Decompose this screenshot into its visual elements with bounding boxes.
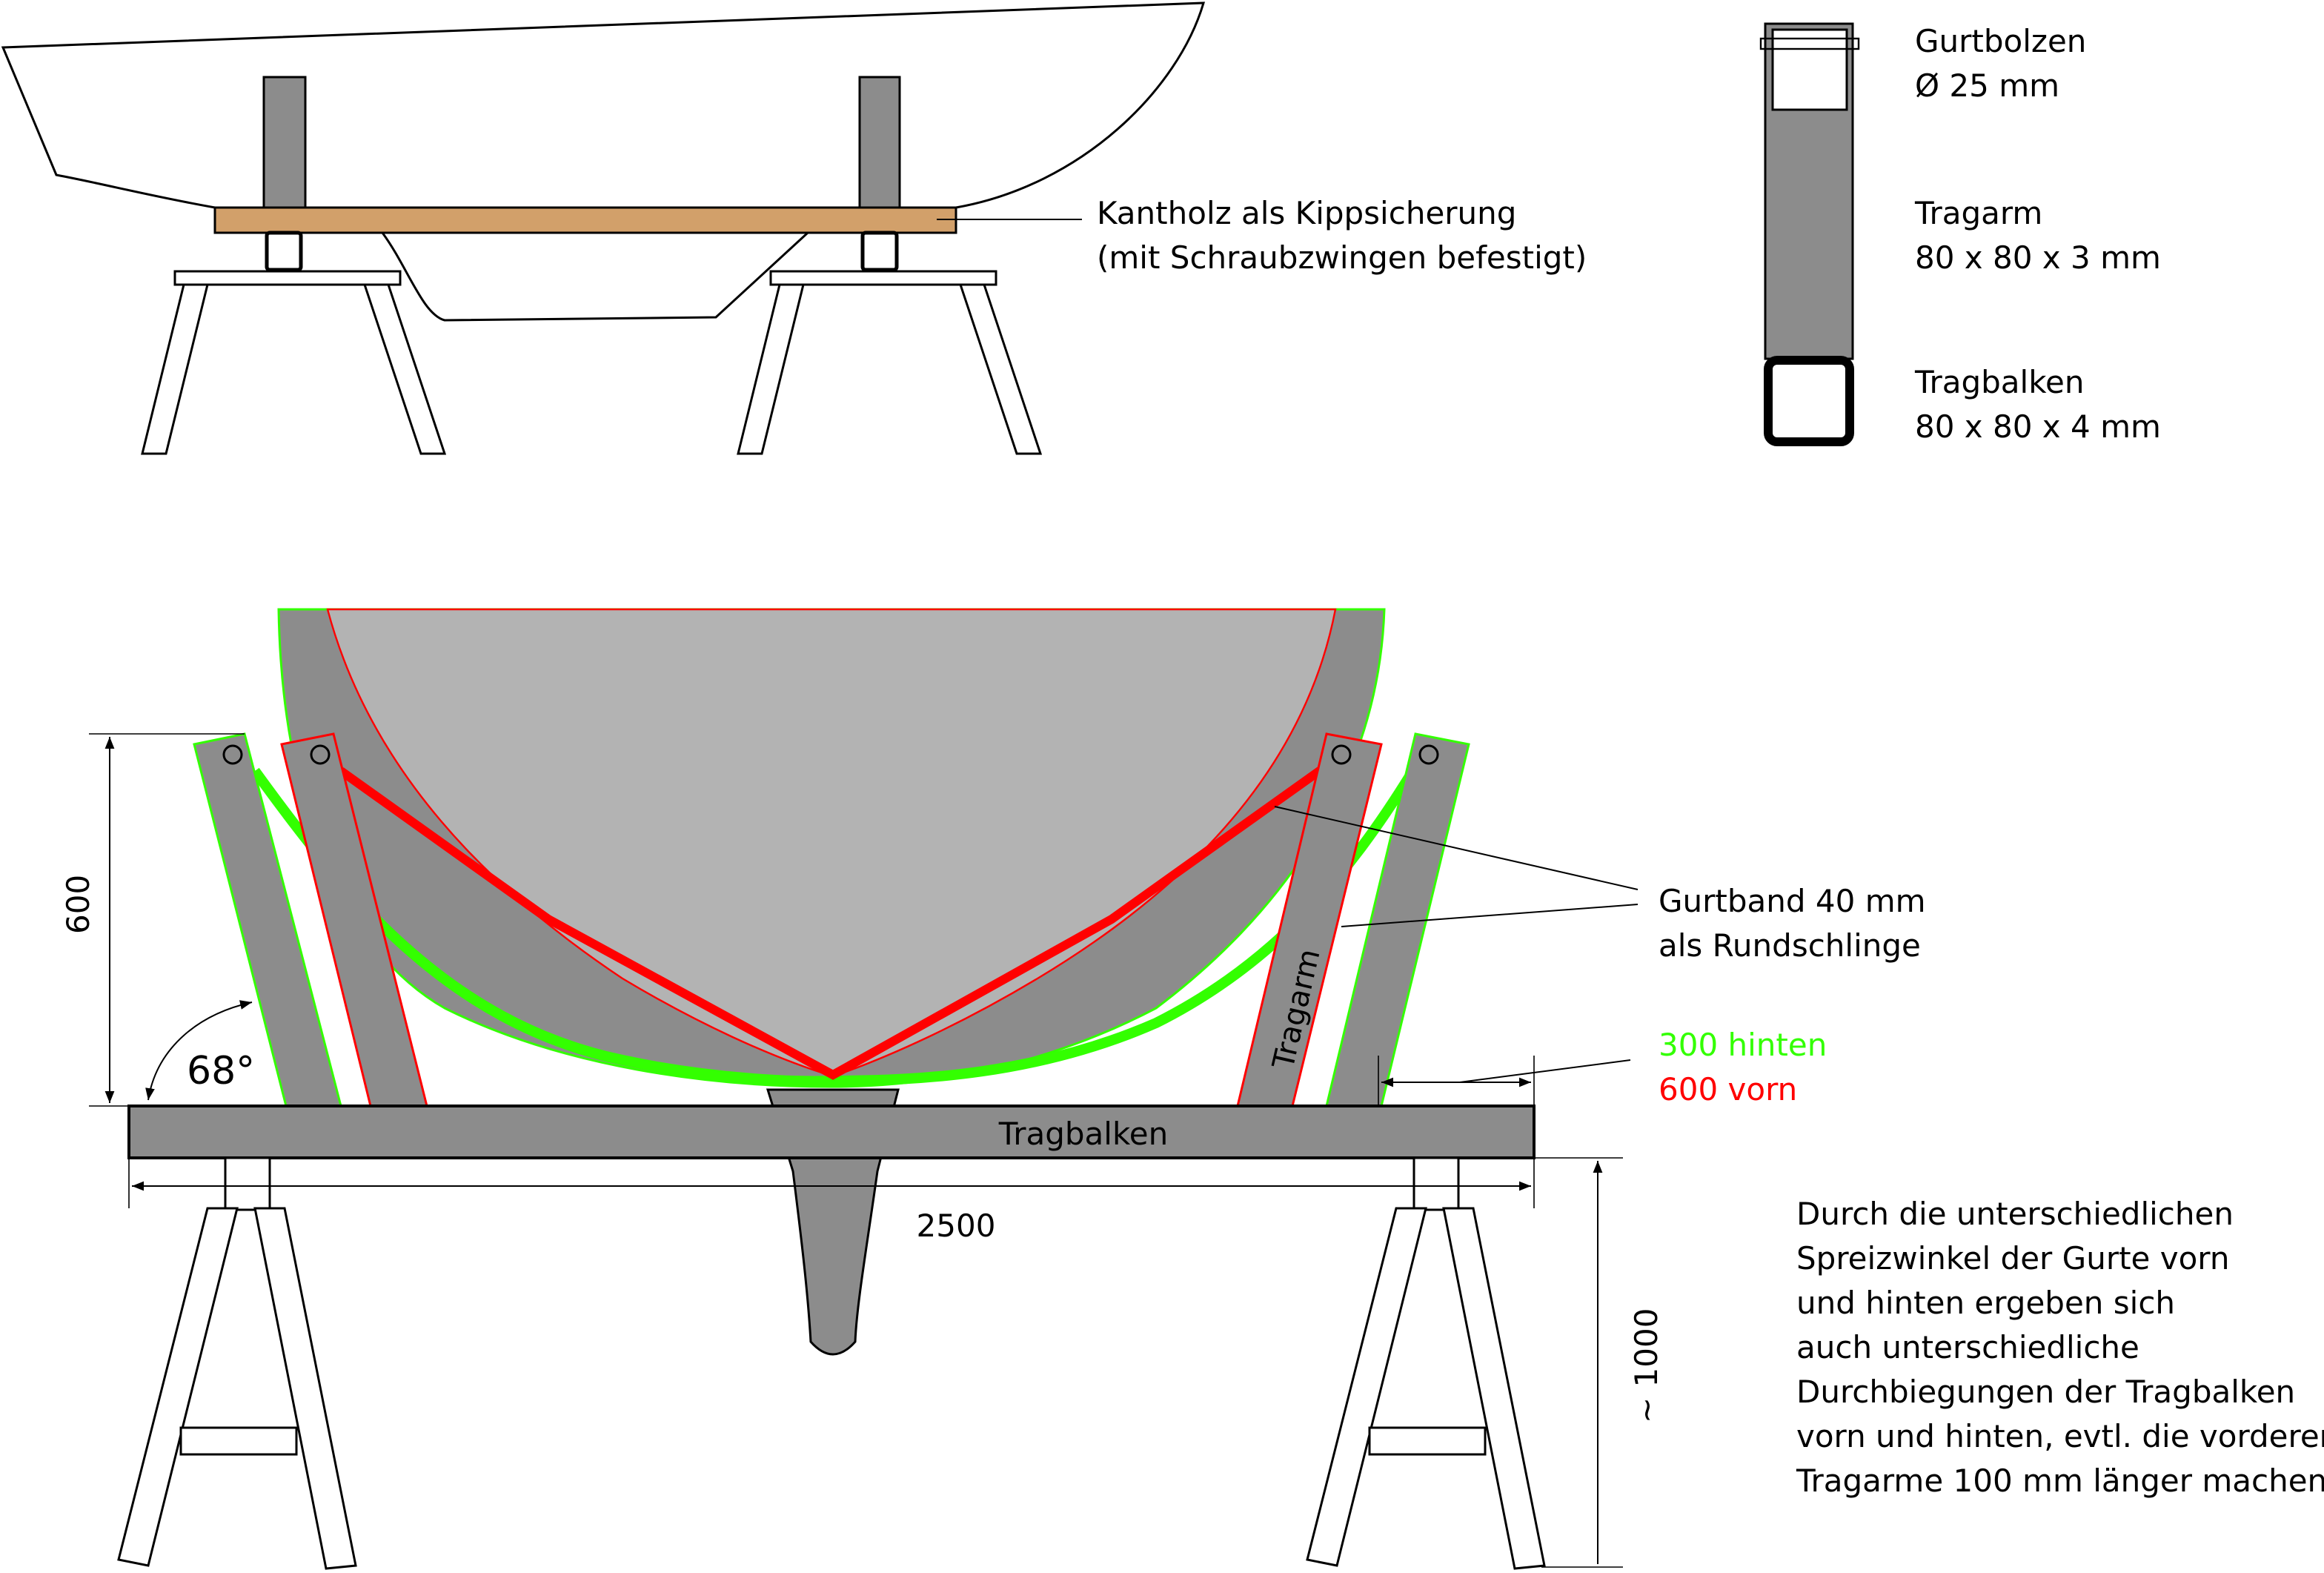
gurtbolzen-slot — [1771, 28, 1848, 111]
legend-tragarm-size: 80 x 80 x 3 mm — [1915, 239, 2161, 276]
gurtbolzen-icon — [310, 744, 331, 765]
kantholz-note: (mit Schraubzwingen befestigt) — [1097, 239, 1587, 276]
trestle-leg — [253, 1207, 357, 1570]
trestle-crossbar — [1368, 1426, 1487, 1456]
note-line: Durchbiegungen der Tragbalken — [1796, 1374, 2295, 1410]
legend-tragarm: Tragarm — [1914, 195, 2042, 231]
tragbalken-profile — [1764, 356, 1854, 446]
gurtband-front — [338, 764, 1327, 1080]
angle-label: 68° — [187, 1049, 255, 1093]
side-view: Kantholz als Kippsicherung (mit Schraubz… — [1, 1, 1587, 455]
note-line: auch unterschiedliche — [1796, 1329, 2139, 1365]
gurtband-note: als Rundschlinge — [1659, 927, 1921, 964]
trestle-top-left — [173, 270, 402, 286]
legend-tragbalken-size: 80 x 80 x 4 mm — [1915, 408, 2161, 445]
trestle-crossbar — [179, 1426, 298, 1456]
dim-2500-label: 2500 — [917, 1208, 996, 1244]
kantholz-plank — [213, 206, 957, 234]
keel-side — [381, 231, 809, 322]
leader-line — [1274, 806, 1639, 890]
trestle-leg — [1306, 1207, 1427, 1567]
trestle-leg — [362, 283, 447, 455]
offset-front-label: 600 vorn — [1659, 1071, 1797, 1107]
note-line: Durch die unterschiedlichen — [1796, 1196, 2234, 1232]
leader-line — [1341, 904, 1639, 927]
angle-arc — [145, 1000, 253, 1101]
dim-600-label: 600 — [60, 875, 96, 934]
post-foot-right — [860, 231, 899, 272]
legend-gurtbolzen-size: Ø 25 mm — [1915, 67, 2059, 104]
trestle-post-right — [1412, 1156, 1460, 1211]
front-view: Tragarm Tragbalken 600 68° 2500 ~ 1000 3… — [60, 608, 1926, 1570]
tragbalken-beam — [127, 1105, 1536, 1159]
trestle-leg — [141, 283, 209, 455]
gurtband-label: Gurtband 40 mm — [1659, 883, 1926, 919]
gurtband-rear — [250, 767, 1415, 1087]
post-left — [262, 76, 307, 209]
note-line: und hinten ergeben sich — [1796, 1285, 2175, 1321]
dim-1000-label: ~ 1000 — [1628, 1308, 1664, 1423]
profile-legend: Gurtbolzen Ø 25 mm Tragarm 80 x 80 x 3 m… — [1759, 22, 2161, 446]
gurtbolzen-icon — [1418, 744, 1439, 765]
gurtbolzen-icon — [222, 744, 243, 765]
trestle-leg — [1442, 1207, 1546, 1570]
kantholz-label: Kantholz als Kippsicherung — [1097, 195, 1516, 231]
trestle-post-left — [224, 1156, 271, 1211]
trestle-leg — [958, 283, 1043, 455]
offset-rear-label: 300 hinten — [1659, 1027, 1827, 1063]
hull-side — [1, 1, 1206, 209]
tragbalken-label: Tragbalken — [998, 1116, 1169, 1152]
post-foot-left — [265, 231, 303, 272]
note-line: Spreizwinkel der Gurte vorn — [1796, 1240, 2229, 1276]
legend-tragbalken: Tragbalken — [1914, 364, 2085, 400]
trestle-leg — [117, 1207, 239, 1567]
trestle-leg — [737, 283, 805, 455]
post-right — [858, 76, 901, 209]
legend-gurtbolzen: Gurtbolzen — [1915, 23, 2086, 59]
gurtbolzen-pin — [1759, 37, 1860, 50]
gurtbolzen-icon — [1331, 744, 1352, 765]
note-line: Tragarme 100 mm länger machen — [1796, 1463, 2324, 1499]
note-text: Durch die unterschiedlichen Spreizwinkel… — [1796, 1196, 2324, 1499]
trestle-top-right — [769, 270, 997, 286]
note-line: vorn und hinten, evtl. die vorderen — [1796, 1418, 2324, 1454]
